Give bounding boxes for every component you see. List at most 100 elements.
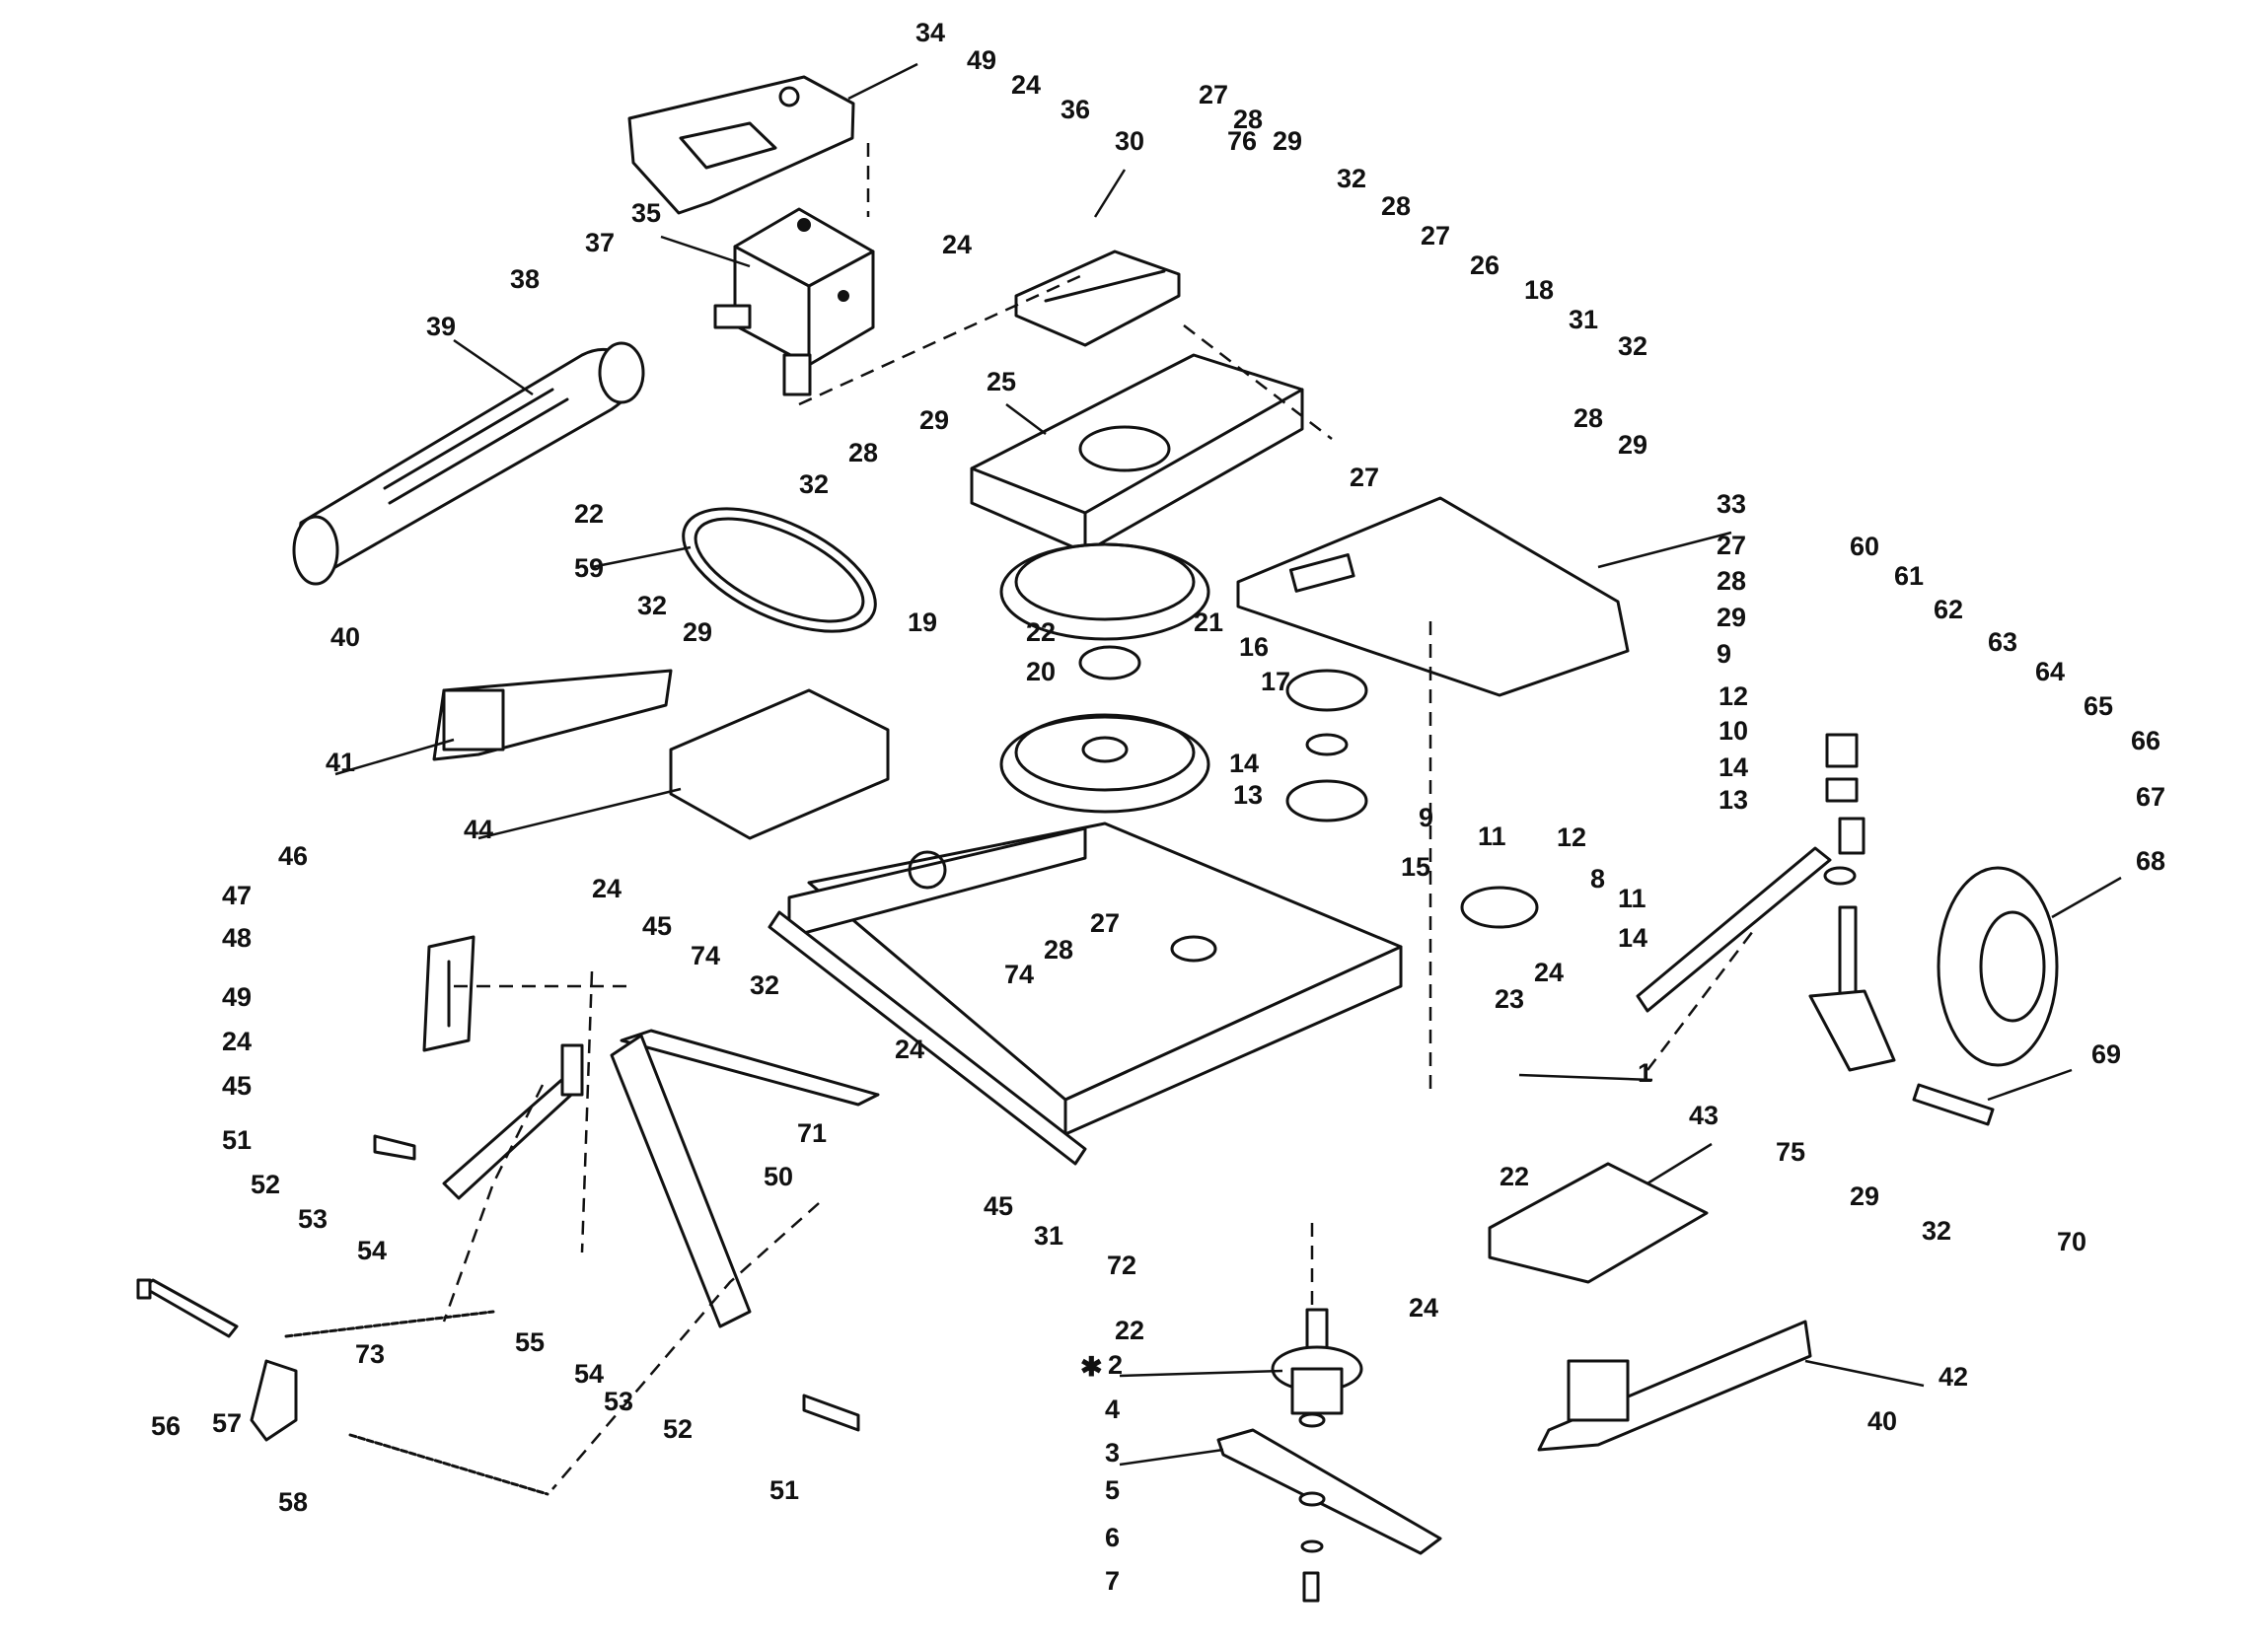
callout-31: 31: [1034, 1221, 1063, 1251]
callout-64: 64: [2035, 657, 2065, 686]
callout-24: 24: [222, 1027, 252, 1056]
callout-53: 53: [298, 1204, 328, 1234]
callout-27: 27: [1090, 908, 1120, 938]
callout-19: 19: [908, 608, 937, 637]
callout-8: 8: [1590, 864, 1605, 894]
assembly-lines: [442, 143, 1757, 1490]
chain-clevis: [250, 1359, 298, 1442]
callout-28: 28: [1381, 191, 1411, 221]
callout-28: 28: [848, 438, 878, 467]
callout-32: 32: [1618, 331, 1647, 361]
callout-27: 27: [1421, 221, 1450, 250]
callout-52: 52: [663, 1414, 693, 1444]
callout-12: 12: [1557, 823, 1586, 852]
callout-24: 24: [592, 874, 622, 903]
lift-link: [442, 1043, 584, 1200]
caster-fork: [1808, 905, 1896, 1072]
callout-28: 28: [1717, 566, 1746, 596]
callout-45: 45: [642, 911, 672, 941]
upper-pulley: [999, 542, 1210, 641]
lift-chains: [284, 1310, 549, 1496]
callout-32: 32: [637, 591, 667, 620]
callout-leaders: [334, 62, 2122, 1467]
caster-wheel: [1937, 866, 2059, 1067]
callout-39: 39: [426, 312, 456, 341]
callout-75: 75: [1776, 1137, 1805, 1167]
callout-52: 52: [251, 1170, 280, 1199]
callout-29: 29: [919, 405, 949, 435]
callout-24: 24: [1011, 70, 1041, 100]
callout-2: 2: [1108, 1350, 1123, 1380]
lower-pulley: [999, 713, 1210, 814]
wheel-axle-bolt: [1912, 1083, 1995, 1126]
blade-spindle: [1271, 1308, 1363, 1415]
hitch-stud-lower: [802, 1394, 860, 1432]
callout-66: 66: [2131, 726, 2160, 755]
callout-74: 74: [691, 941, 720, 970]
callout-50: 50: [764, 1162, 793, 1191]
right-deflector-shield: [1236, 496, 1630, 697]
callout-42: 42: [1939, 1362, 1968, 1392]
callout-13: 13: [1719, 785, 1748, 815]
callout-59: 59: [574, 553, 604, 583]
callout-32: 32: [750, 970, 779, 1000]
callout-54: 54: [357, 1236, 387, 1265]
callout-41: 41: [326, 748, 355, 777]
callout-6: 6: [1105, 1523, 1120, 1552]
callout-69: 69: [2091, 1039, 2121, 1069]
callout-7: 7: [1105, 1566, 1120, 1596]
gearbox-top-shield: [627, 75, 855, 215]
callout-25: 25: [987, 367, 1016, 396]
callout-31: 31: [1569, 305, 1598, 334]
left-skid: [432, 669, 673, 761]
callout-51: 51: [222, 1125, 252, 1155]
mower-blade: [1216, 1428, 1442, 1555]
gearbox: [713, 207, 875, 396]
callout-star-marker: ✱: [1080, 1352, 1103, 1382]
callout-14: 14: [1618, 923, 1647, 953]
callout-23: 23: [1495, 984, 1524, 1014]
callout-35: 35: [631, 198, 661, 228]
idler-pulleys: [1285, 669, 1368, 823]
callout-55: 55: [515, 1327, 545, 1357]
callout-12: 12: [1719, 681, 1748, 711]
callout-53: 53: [604, 1387, 633, 1416]
callout-46: 46: [278, 841, 308, 871]
callout-29: 29: [1618, 430, 1647, 460]
callout-14: 14: [1719, 752, 1748, 782]
gearbox-mount-bracket: [1014, 250, 1181, 347]
callout-76: 76: [1227, 126, 1257, 156]
callout-11: 11: [1618, 884, 1646, 913]
callout-18: 18: [1524, 275, 1554, 305]
callout-62: 62: [1934, 595, 1963, 624]
callout-22: 22: [1500, 1162, 1529, 1191]
rear-shield: [1488, 1162, 1709, 1284]
hitch-plate: [422, 935, 476, 1052]
callout-40: 40: [330, 622, 360, 652]
callout-17: 17: [1261, 667, 1290, 696]
callout-9: 9: [1419, 803, 1433, 832]
callout-44: 44: [464, 815, 493, 844]
spindle-hardware: [1298, 1412, 1326, 1603]
callout-74: 74: [1004, 960, 1034, 989]
callout-60: 60: [1850, 532, 1879, 561]
caster-spacers: [1823, 733, 1866, 886]
callout-56: 56: [151, 1411, 181, 1441]
callout-71: 71: [797, 1118, 827, 1148]
callout-47: 47: [222, 881, 252, 910]
callout-43: 43: [1689, 1101, 1719, 1130]
callout-32: 32: [1337, 164, 1366, 193]
callout-58: 58: [278, 1487, 308, 1517]
hitch-stud-upper: [373, 1134, 416, 1161]
callout-27: 27: [1199, 80, 1228, 109]
callout-27: 27: [1717, 531, 1746, 560]
callout-49: 49: [222, 982, 252, 1012]
left-shield-plate: [669, 688, 890, 840]
callout-28: 28: [1573, 403, 1603, 433]
callout-3: 3: [1105, 1438, 1120, 1467]
callout-72: 72: [1107, 1251, 1136, 1280]
callout-11: 11: [1478, 822, 1506, 851]
callout-73: 73: [355, 1339, 385, 1369]
callout-13: 13: [1233, 780, 1263, 810]
